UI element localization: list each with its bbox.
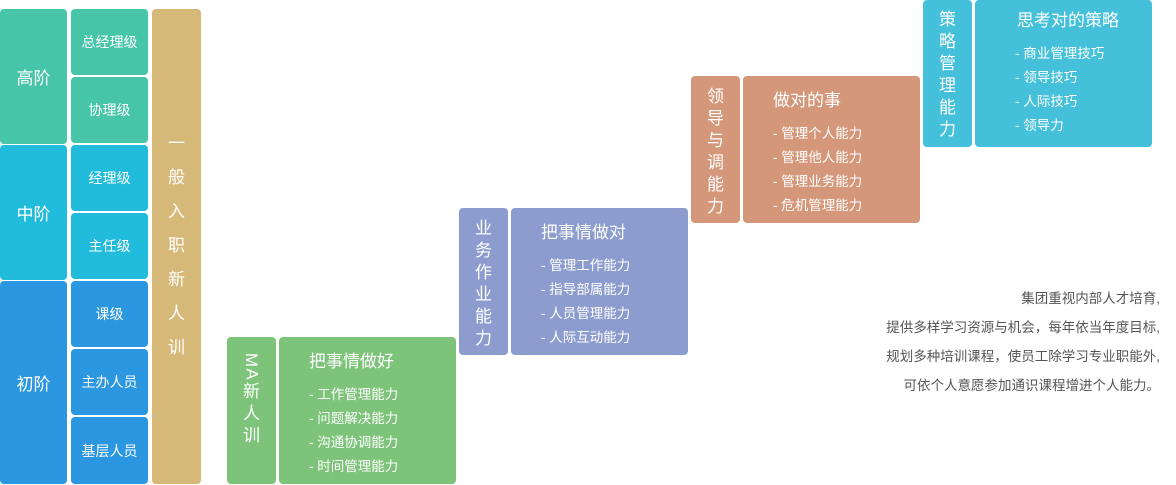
- list-item: 人员管理能力: [541, 302, 688, 326]
- list-item: 领导力: [1015, 114, 1152, 138]
- step4-panel: 思考对的策略 商业管理技巧 领导技巧 人际技巧 领导力: [975, 0, 1152, 147]
- step1-panel: 把事情做好 工作管理能力 问题解决能力 沟通协调能力 时间管理能力: [279, 337, 456, 484]
- list-item: 人际互动能力: [541, 326, 688, 350]
- step4-label: 策 略 管 理 能 力: [923, 0, 972, 147]
- step1-title: 把事情做好: [309, 352, 394, 371]
- step3-title: 做对的事: [773, 91, 841, 110]
- step2-label: 业 务 作 业 能 力: [459, 208, 508, 355]
- level-high: 高阶: [0, 9, 67, 144]
- rank-officer: 主办人员: [71, 349, 148, 415]
- rank-general-manager: 总经理级: [71, 9, 148, 75]
- list-item: 管理业务能力: [773, 170, 920, 194]
- step4-title: 思考对的策略: [1017, 11, 1119, 30]
- step3-label: 领 导 与 调 能 力: [691, 76, 740, 223]
- step2-panel: 把事情做对 管理工作能力 指导部属能力 人员管理能力 人际互动能力: [511, 208, 688, 355]
- rank-supervisor: 主任级: [71, 213, 148, 279]
- step2-title: 把事情做对: [541, 223, 626, 242]
- step3-panel: 做对的事 管理个人能力 管理他人能力 管理业务能力 危机管理能力: [743, 76, 920, 223]
- description-text: 集团重视内部人才培育, 提供多样学习资源与机会，每年依当年度目标, 规划多种培训…: [740, 284, 1160, 400]
- list-item: 管理个人能力: [773, 122, 920, 146]
- list-item: 人际技巧: [1015, 90, 1152, 114]
- list-item: 指导部属能力: [541, 278, 688, 302]
- description-line: 提供多样学习资源与机会，每年依当年度目标,: [886, 320, 1160, 335]
- step1-list: 工作管理能力 问题解决能力 沟通协调能力 时间管理能力: [309, 383, 456, 479]
- description-line: 规划多种培训课程，使员工除学习专业职能外,: [886, 349, 1160, 364]
- rank-staff: 基层人员: [71, 417, 148, 484]
- list-item: 时间管理能力: [309, 455, 456, 479]
- step4-list: 商业管理技巧 领导技巧 人际技巧 领导力: [1015, 42, 1152, 138]
- list-item: 商业管理技巧: [1015, 42, 1152, 66]
- description-line: 集团重视内部人才培育,: [1021, 291, 1160, 306]
- list-item: 管理工作能力: [541, 254, 688, 278]
- list-item: 问题解决能力: [309, 407, 456, 431]
- level-mid: 中阶: [0, 145, 67, 280]
- list-item: 领导技巧: [1015, 66, 1152, 90]
- list-item: 沟通协调能力: [309, 431, 456, 455]
- level-junior: 初阶: [0, 281, 67, 484]
- description-line: 可依个人意愿参加通识课程增进个人能力。: [903, 378, 1161, 393]
- intro-training-bar: 一 般 入 职 新 人 训: [152, 9, 201, 484]
- rank-assistant-manager: 协理级: [71, 77, 148, 143]
- step3-list: 管理个人能力 管理他人能力 管理业务能力 危机管理能力: [773, 122, 920, 218]
- rank-manager: 经理级: [71, 145, 148, 211]
- list-item: 工作管理能力: [309, 383, 456, 407]
- step2-list: 管理工作能力 指导部属能力 人员管理能力 人际互动能力: [541, 254, 688, 350]
- list-item: 危机管理能力: [773, 194, 920, 218]
- list-item: 管理他人能力: [773, 146, 920, 170]
- step1-label: M A 新 人 训: [227, 337, 276, 484]
- rank-section: 课级: [71, 281, 148, 347]
